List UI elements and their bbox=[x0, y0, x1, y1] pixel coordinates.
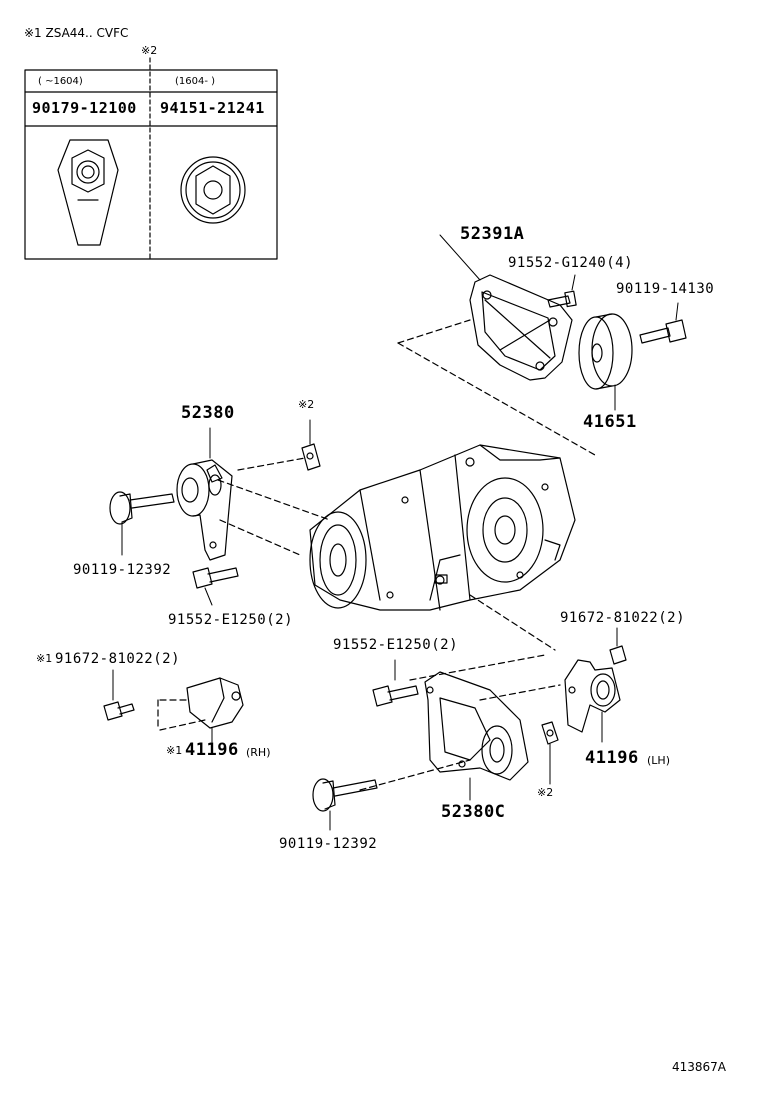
flange-nut-icon bbox=[180, 156, 246, 224]
table-left-header: ( ~1604) bbox=[38, 76, 83, 87]
bolt-91552-e1250-right-illustration bbox=[372, 659, 419, 707]
nut-clip-lower-illustration bbox=[541, 721, 559, 785]
label-90119-12392-upper: 90119-12392 bbox=[73, 562, 172, 578]
mount-41196-rh-illustration bbox=[186, 677, 244, 743]
label-41651: 41651 bbox=[583, 412, 637, 432]
label-mark-2-lower: ※2 bbox=[537, 786, 554, 799]
label-52380c: 52380C bbox=[441, 802, 506, 822]
nut-clip-illustration bbox=[301, 419, 321, 471]
bolt-91552-g1240-illustration bbox=[547, 274, 577, 308]
bolt-90119-12392-lower-illustration bbox=[312, 778, 378, 831]
bracket-52391a-illustration bbox=[439, 234, 573, 381]
table-right-part-number: 94151-21241 bbox=[160, 99, 265, 117]
label-rh-suffix: (RH) bbox=[246, 746, 271, 759]
label-mark-1-rh-mount: ※1 bbox=[166, 744, 183, 757]
bolt-91672-81022-rh-illustration bbox=[103, 669, 135, 721]
bolt-90119-12392-upper-illustration bbox=[109, 491, 175, 556]
table-border bbox=[24, 69, 278, 260]
label-lh-suffix: (LH) bbox=[647, 754, 670, 767]
mount-41196-lh-illustration bbox=[564, 659, 621, 743]
bolt-91672-81022-lh-illustration bbox=[609, 627, 627, 665]
bracket-52380c-illustration bbox=[424, 671, 529, 801]
table-right-header: (1604- ) bbox=[175, 76, 216, 87]
figure-id: 413867A bbox=[672, 1060, 727, 1074]
label-mark-2-upper: ※2 bbox=[298, 398, 315, 411]
variant-table bbox=[24, 57, 278, 260]
label-52380: 52380 bbox=[181, 403, 235, 423]
label-41196-rh: 41196 bbox=[185, 740, 239, 760]
assembly-leader-lines bbox=[157, 319, 596, 791]
label-91552-e1250-left: 91552-E1250(2) bbox=[168, 612, 294, 628]
nut-plate-icon bbox=[57, 139, 119, 246]
label-mark-1-rh-bolt: ※1 bbox=[36, 652, 53, 665]
label-91552-e1250-right: 91552-E1250(2) bbox=[333, 637, 459, 653]
bolt-91552-e1250-left-illustration bbox=[192, 567, 239, 606]
label-41196-lh: 41196 bbox=[585, 748, 639, 768]
label-90119-12392-lower: 90119-12392 bbox=[279, 836, 378, 852]
bracket-52380-illustration bbox=[176, 427, 233, 561]
label-91672-81022-rh: 91672-81022(2) bbox=[55, 651, 181, 667]
label-91672-81022-lh: 91672-81022(2) bbox=[560, 610, 686, 626]
table-left-part-number: 90179-12100 bbox=[32, 99, 137, 117]
label-52391a: 52391A bbox=[460, 224, 525, 244]
label-91552-g1240: 91552-G1240(4) bbox=[508, 255, 634, 271]
note-mark-2: ※2 bbox=[141, 44, 158, 57]
label-90119-14130: 90119-14130 bbox=[616, 281, 715, 297]
bolt-90119-14130-illustration bbox=[639, 302, 687, 344]
note-zsa44-cvfc: ※1 ZSA44.. CVFC bbox=[24, 26, 129, 40]
transaxle-housing-illustration bbox=[309, 444, 576, 611]
idler-pulley-41651-illustration bbox=[578, 313, 633, 411]
